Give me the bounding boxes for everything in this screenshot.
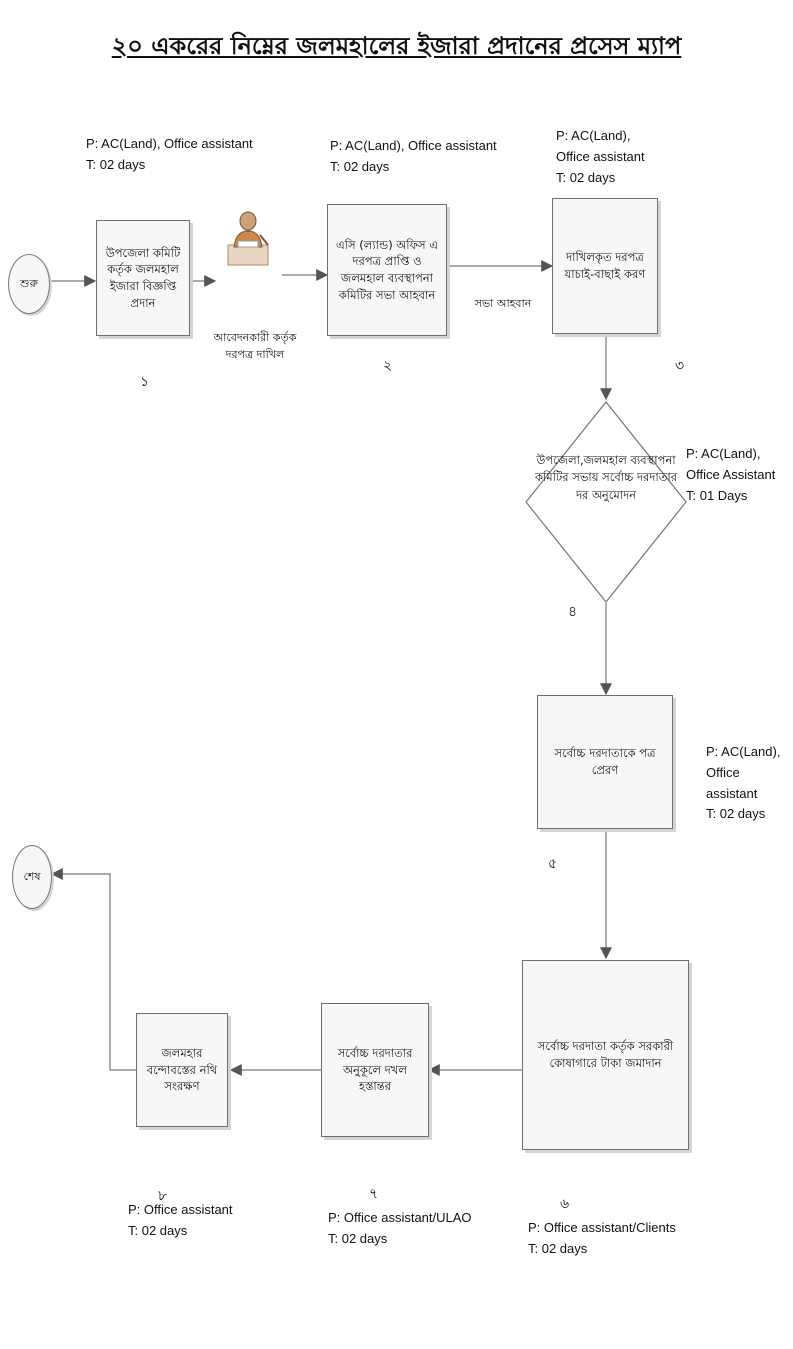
step5-number: ৫ <box>548 856 558 872</box>
step8-box: জলমহার বন্দোবস্তের নথি সংরক্ষণ <box>136 1013 228 1127</box>
step6-number: ৬ <box>560 1196 570 1212</box>
step5-info: P: AC(Land), Office assistant T: 02 days <box>706 744 781 822</box>
step7-info: P: Office assistant/ULAO T: 02 days <box>328 1210 472 1246</box>
decision-diamond <box>525 401 687 603</box>
step2-info: P: AC(Land), Office assistant T: 02 days <box>330 138 497 174</box>
step4-number: ৪ <box>568 604 578 620</box>
step2-number: ২ <box>383 358 393 374</box>
step1-info: P: AC(Land), Office assistant T: 02 days <box>86 136 253 172</box>
start-node: শুরু <box>8 254 50 314</box>
step6-info: P: Office assistant/Clients T: 02 days <box>528 1220 676 1256</box>
step1-box: উপজেলা কমিটি কর্তৃক জলমহাল ইজারা বিজ্ঞপ্… <box>96 220 190 336</box>
applicant-label: আবেদনকারী কর্তৃক দরপত্র দাখিল <box>213 331 297 361</box>
step3-number: ৩ <box>675 358 685 374</box>
step2-box: এসি (ল্যান্ড) অফিস এ দরপত্র প্রাপ্তি ও জ… <box>327 204 447 336</box>
step3-box: দাখিলকৃত দরপত্র যাচাই-বাছাই করণ <box>552 198 658 334</box>
step7-text: সর্বোচ্চ দরদাতার অনুকূলে দখল হস্তান্তর <box>337 1045 413 1094</box>
step5-text: সর্বোচ্চ দরদাতাকে পত্র প্রেরণ <box>554 746 656 777</box>
step6-text: সর্বোচ্চ দরদাতা কর্তৃক সরকারী কোষাগারে ট… <box>537 1039 674 1070</box>
step8-info: P: Office assistant T: 02 days <box>128 1202 233 1238</box>
step3-info: P: AC(Land), Office assistant T: 02 days <box>556 128 645 185</box>
step6-box: সর্বোচ্চ দরদাতা কর্তৃক সরকারী কোষাগারে ট… <box>522 960 689 1150</box>
step4-text: উপজেলা,জলমহাল ব্যবস্থাপনা কমিটির সভায় স… <box>534 453 678 502</box>
step1-text: উপজেলা কমিটি কর্তৃক জলমহাল ইজারা বিজ্ঞপ্… <box>105 245 181 310</box>
step1-number: ১ <box>140 374 150 390</box>
page-title: ২০ একরের নিম্নের জলমহালের ইজারা প্রদানের… <box>111 32 682 60</box>
step3-text: দাখিলকৃত দরপত্র যাচাই-বাছাই করণ <box>564 250 646 281</box>
step8-text: জলমহার বন্দোবস্তের নথি সংরক্ষণ <box>146 1045 218 1094</box>
step2-text: এসি (ল্যান্ড) অফিস এ দরপত্র প্রাপ্তি ও জ… <box>336 237 438 302</box>
end-node: শেষ <box>12 845 52 909</box>
step5-box: সর্বোচ্চ দরদাতাকে পত্র প্রেরণ <box>537 695 673 829</box>
step7-number: ৭ <box>369 1186 379 1202</box>
step7-box: সর্বোচ্চ দরদাতার অনুকূলে দখল হস্তান্তর <box>321 1003 429 1137</box>
applicant-person-icon <box>220 205 275 270</box>
step8-number: ৮ <box>158 1188 168 1204</box>
meeting-label: সভা আহবান <box>474 297 532 310</box>
step4-info: P: AC(Land), Office Assistant T: 01 Days <box>686 446 776 503</box>
arrow-step8-to-end <box>50 868 136 1071</box>
